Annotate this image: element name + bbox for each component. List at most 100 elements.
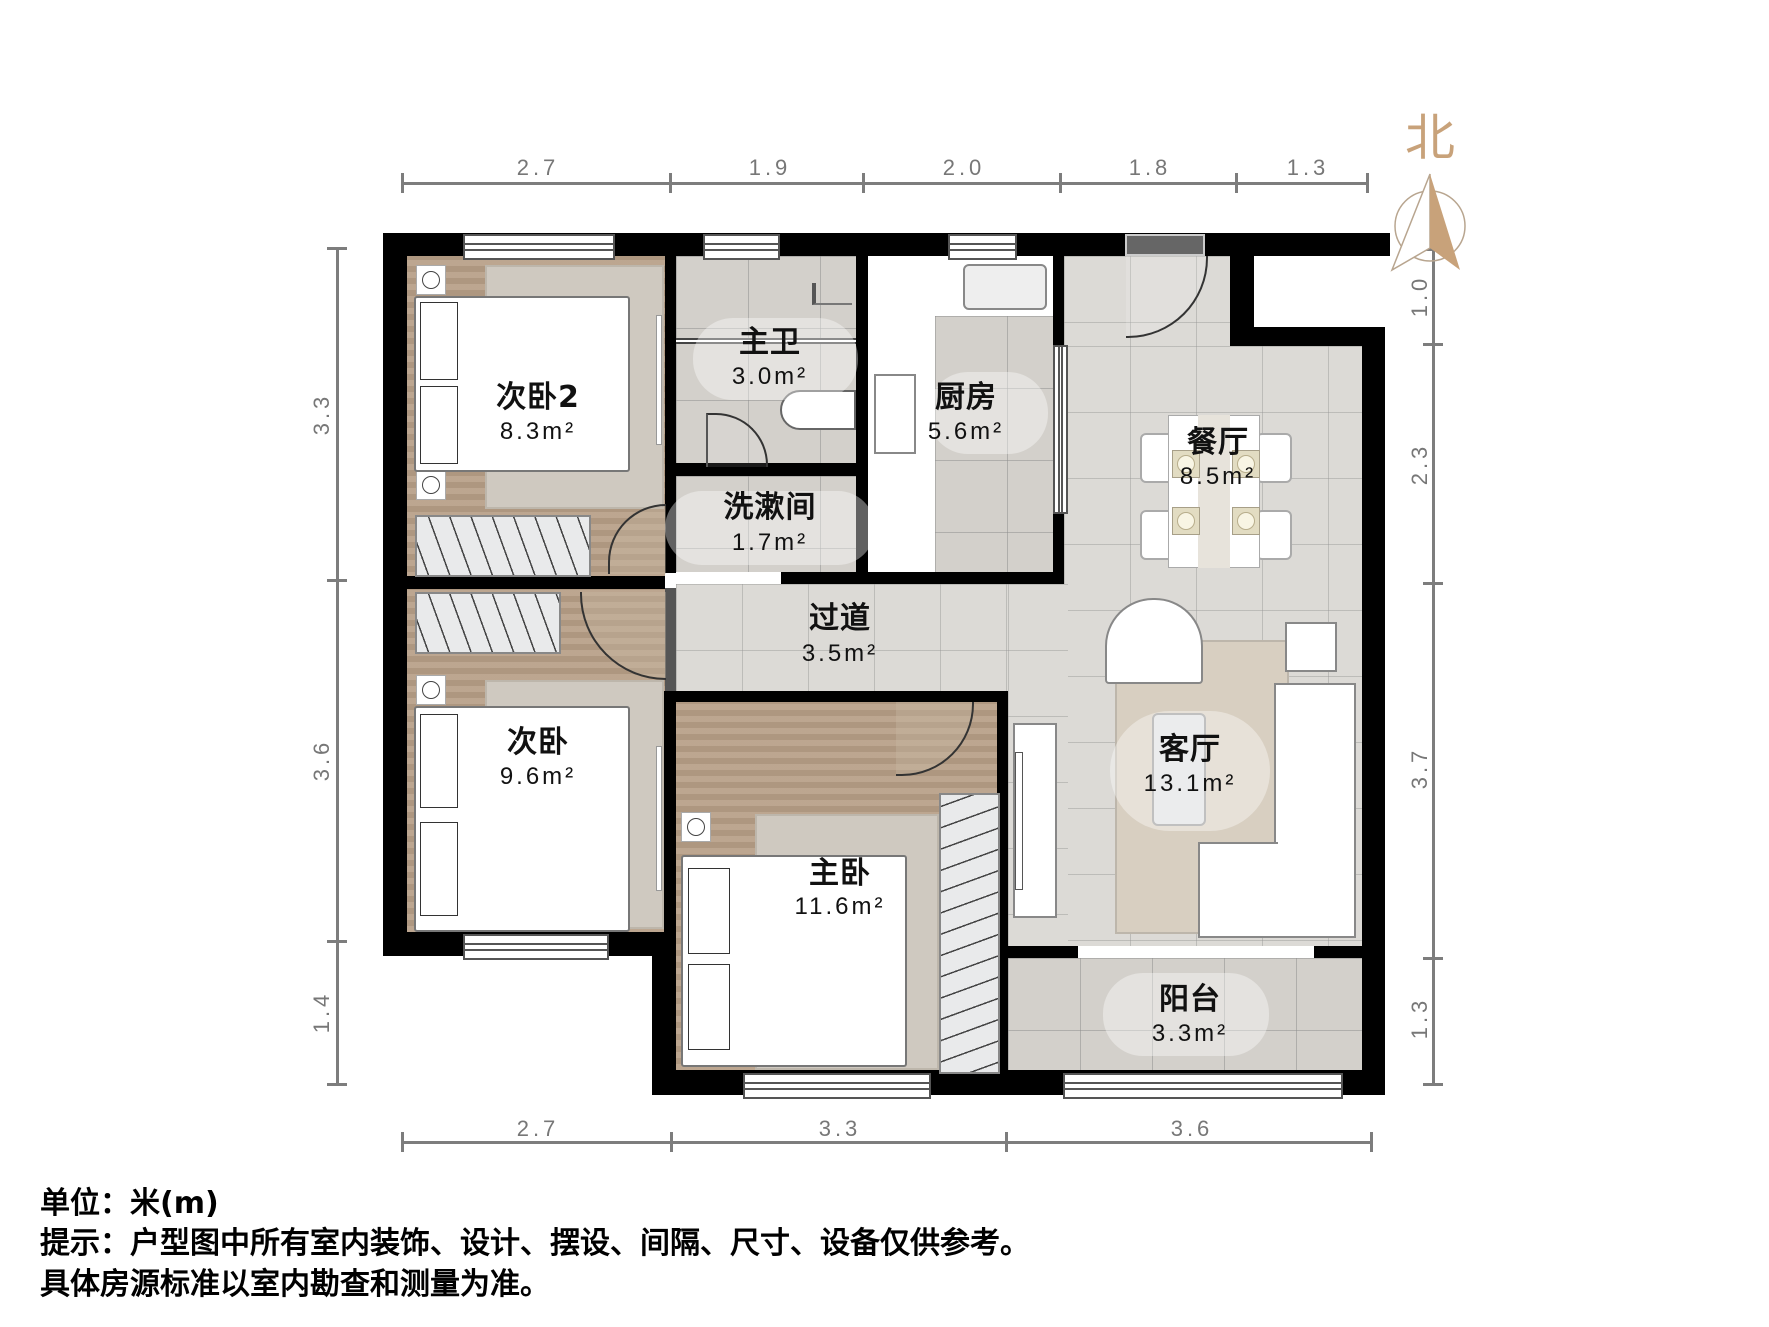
wall-bedroom-door-jamb [665,588,676,691]
bottom-dim-line [402,1141,1371,1144]
room-area-washroom: 1.7m² [731,529,809,556]
top-dim-label: 1.3 [1286,155,1330,180]
room-name-balcony: 阳台 [1159,982,1221,1017]
top-dim-label: 1.9 [748,155,792,180]
window-bath [703,234,780,260]
room-name-dining: 餐厅 [1187,425,1249,460]
toilet-icon [780,390,856,430]
armchair-icon [1105,598,1203,684]
right-dim-line [1432,249,1435,1083]
sink-icon [963,264,1047,310]
window-kitchen [948,234,1017,260]
stove-icon [874,374,916,454]
plate-icon [1172,450,1200,478]
top-dim-label: 2.7 [516,155,560,180]
plate-icon [1232,450,1260,478]
window-balcony [1063,1073,1343,1099]
dim-tick [1423,343,1443,346]
pillow-icon [420,302,458,380]
hint-note: 提示：户型图中所有室内装饰、设计、摆设、间隔、尺寸、设备仅供参考。 [40,1226,1030,1261]
label-bubble [928,372,1048,454]
wall-shelf [656,315,662,445]
wall-master-left [664,691,676,1095]
lamp-icon [416,675,446,705]
left-dim-line [336,248,339,1084]
shower-screen [676,338,856,344]
room-area-bedroom2: 8.3m² [499,418,577,445]
room-name-kitchen: 厨房 [935,380,997,415]
wall-bath-kitchen [856,233,868,584]
sofa [1274,683,1356,938]
room-name-bedroom: 次卧 [507,725,569,760]
dim-tick [327,940,347,943]
north-label: 北 [1405,109,1455,167]
dim-tick [401,1132,404,1152]
label-bubble [1110,711,1270,831]
right-dim-label: 2.3 [1407,442,1432,486]
floor-kitchen-tiles [935,316,1053,572]
floor-washroom [676,476,856,572]
shower-tap-icon [812,283,852,305]
dim-tick [327,579,347,582]
lamp-icon [681,812,711,842]
window-bedroom2 [463,234,615,260]
plate-icon [1232,507,1260,535]
room-area-balcony: 3.3m² [1151,1020,1229,1047]
room-name-master-bedroom: 主卧 [809,856,871,891]
wall-bath-left [665,233,676,573]
room-area-master-bedroom: 11.6m² [794,893,886,920]
wall-master-right [997,691,1008,1095]
dim-tick [1423,1083,1443,1086]
wall-entry-step-h [1230,327,1385,346]
right-dim-label: 1.3 [1407,996,1432,1040]
floor-corridor [676,584,1064,691]
dim-tick [327,1083,347,1086]
room-area-corridor: 3.5m² [801,640,879,667]
compass-arrow-icon [1390,173,1466,272]
window-kitchen-side [1053,345,1068,514]
dim-tick [1005,1132,1008,1152]
room-area-dining: 8.5m² [1179,463,1257,490]
dim-tick [327,247,347,250]
window-master [743,1073,931,1099]
dim-tick [862,173,865,193]
sofa-chaise [1198,842,1278,938]
top-dim-line [402,182,1368,185]
coffee-table [1152,713,1206,826]
chair-icon [1256,510,1292,560]
top-dim-label: 2.0 [942,155,986,180]
room-name-washroom: 洗漱间 [723,490,817,525]
bottom-dim-label: 3.3 [818,1116,862,1141]
bottom-dim-label: 3.6 [1170,1116,1214,1141]
wardrobe-bedroom [415,592,561,654]
dim-tick [1235,173,1238,193]
tv-icon [1015,752,1023,890]
wall-bedrooms-divider [407,576,665,589]
dim-tick [401,173,404,193]
lamp-icon [416,265,446,295]
dim-tick [669,173,672,193]
chair-icon [1256,433,1292,483]
room-name-corridor: 过道 [809,601,871,636]
dim-tick [1423,582,1443,585]
room-area-master-bath: 3.0m² [731,363,809,390]
wall-shelf [656,746,662,891]
top-dim-label: 1.8 [1128,155,1172,180]
wall-kitchen-bottom [781,572,1064,584]
pillow-icon [420,822,458,916]
right-dim-label: 1.0 [1407,274,1432,318]
dim-tick [1366,173,1369,193]
dim-tick [670,1132,673,1152]
pillow-icon [688,868,730,954]
wall-balcony-stub-right [1314,946,1362,958]
left-dim-label: 1.4 [309,990,334,1034]
unit-note: 单位：米(m) [40,1186,219,1221]
room-name-bedroom2: 次卧2 [496,380,580,415]
wall-right [1362,327,1385,1095]
room-name-master-bath: 主卫 [739,325,801,360]
dim-tick [1370,1132,1373,1152]
room-area-kitchen: 5.6m² [927,418,1005,445]
wardrobe-bedroom2 [415,515,591,577]
entry-door-frame [1125,234,1205,256]
standard-note: 具体房源标准以室内勘查和测量为准。 [40,1267,550,1302]
